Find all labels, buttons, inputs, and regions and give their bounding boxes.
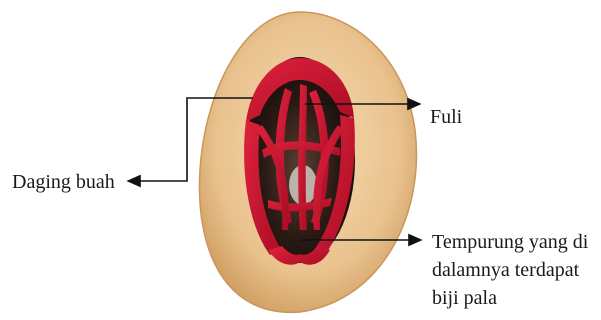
label-fuli: Fuli bbox=[430, 103, 462, 131]
label-tempurung-line-1: Tempurung yang di bbox=[432, 228, 588, 256]
label-tempurung-line-2: dalamnya terdapat bbox=[432, 256, 588, 284]
label-daging-buah: Daging buah bbox=[12, 168, 115, 196]
label-tempurung: Tempurung yang di dalamnya terdapat biji… bbox=[432, 228, 588, 312]
seed-with-mace bbox=[244, 57, 355, 265]
label-tempurung-line-3: biji pala bbox=[432, 284, 588, 312]
